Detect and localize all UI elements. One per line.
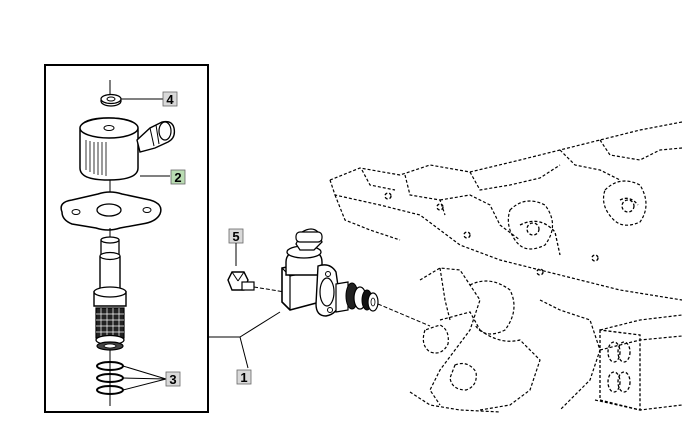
- callout-1-label: 1: [240, 370, 247, 385]
- transmission-housing-outline: [329, 121, 682, 413]
- callout-1-leader: [208, 311, 281, 369]
- assembled-valve: [227, 228, 431, 327]
- callout-4-label: 4: [166, 92, 174, 107]
- callout-3-label: 3: [169, 372, 176, 387]
- solenoid-coil-part: [79, 117, 176, 181]
- valve-cartridge-part: [93, 228, 127, 351]
- callout-2-label: 2: [174, 170, 181, 185]
- callout-3: 3: [165, 371, 181, 387]
- callout-5-label: 5: [232, 229, 239, 244]
- callout-2: 2: [170, 169, 186, 185]
- callout-4: 4: [162, 91, 178, 107]
- o-rings-part: [96, 350, 124, 406]
- nut-part: [100, 93, 122, 107]
- callout-1: 1: [236, 369, 252, 385]
- flange-plate-part: [60, 191, 162, 231]
- bolt-part: [227, 271, 286, 293]
- detail-inset: [44, 64, 209, 413]
- callout-5: 5: [228, 228, 244, 244]
- housing-port-block: [384, 192, 641, 411]
- detail-inset-frame: [44, 64, 209, 413]
